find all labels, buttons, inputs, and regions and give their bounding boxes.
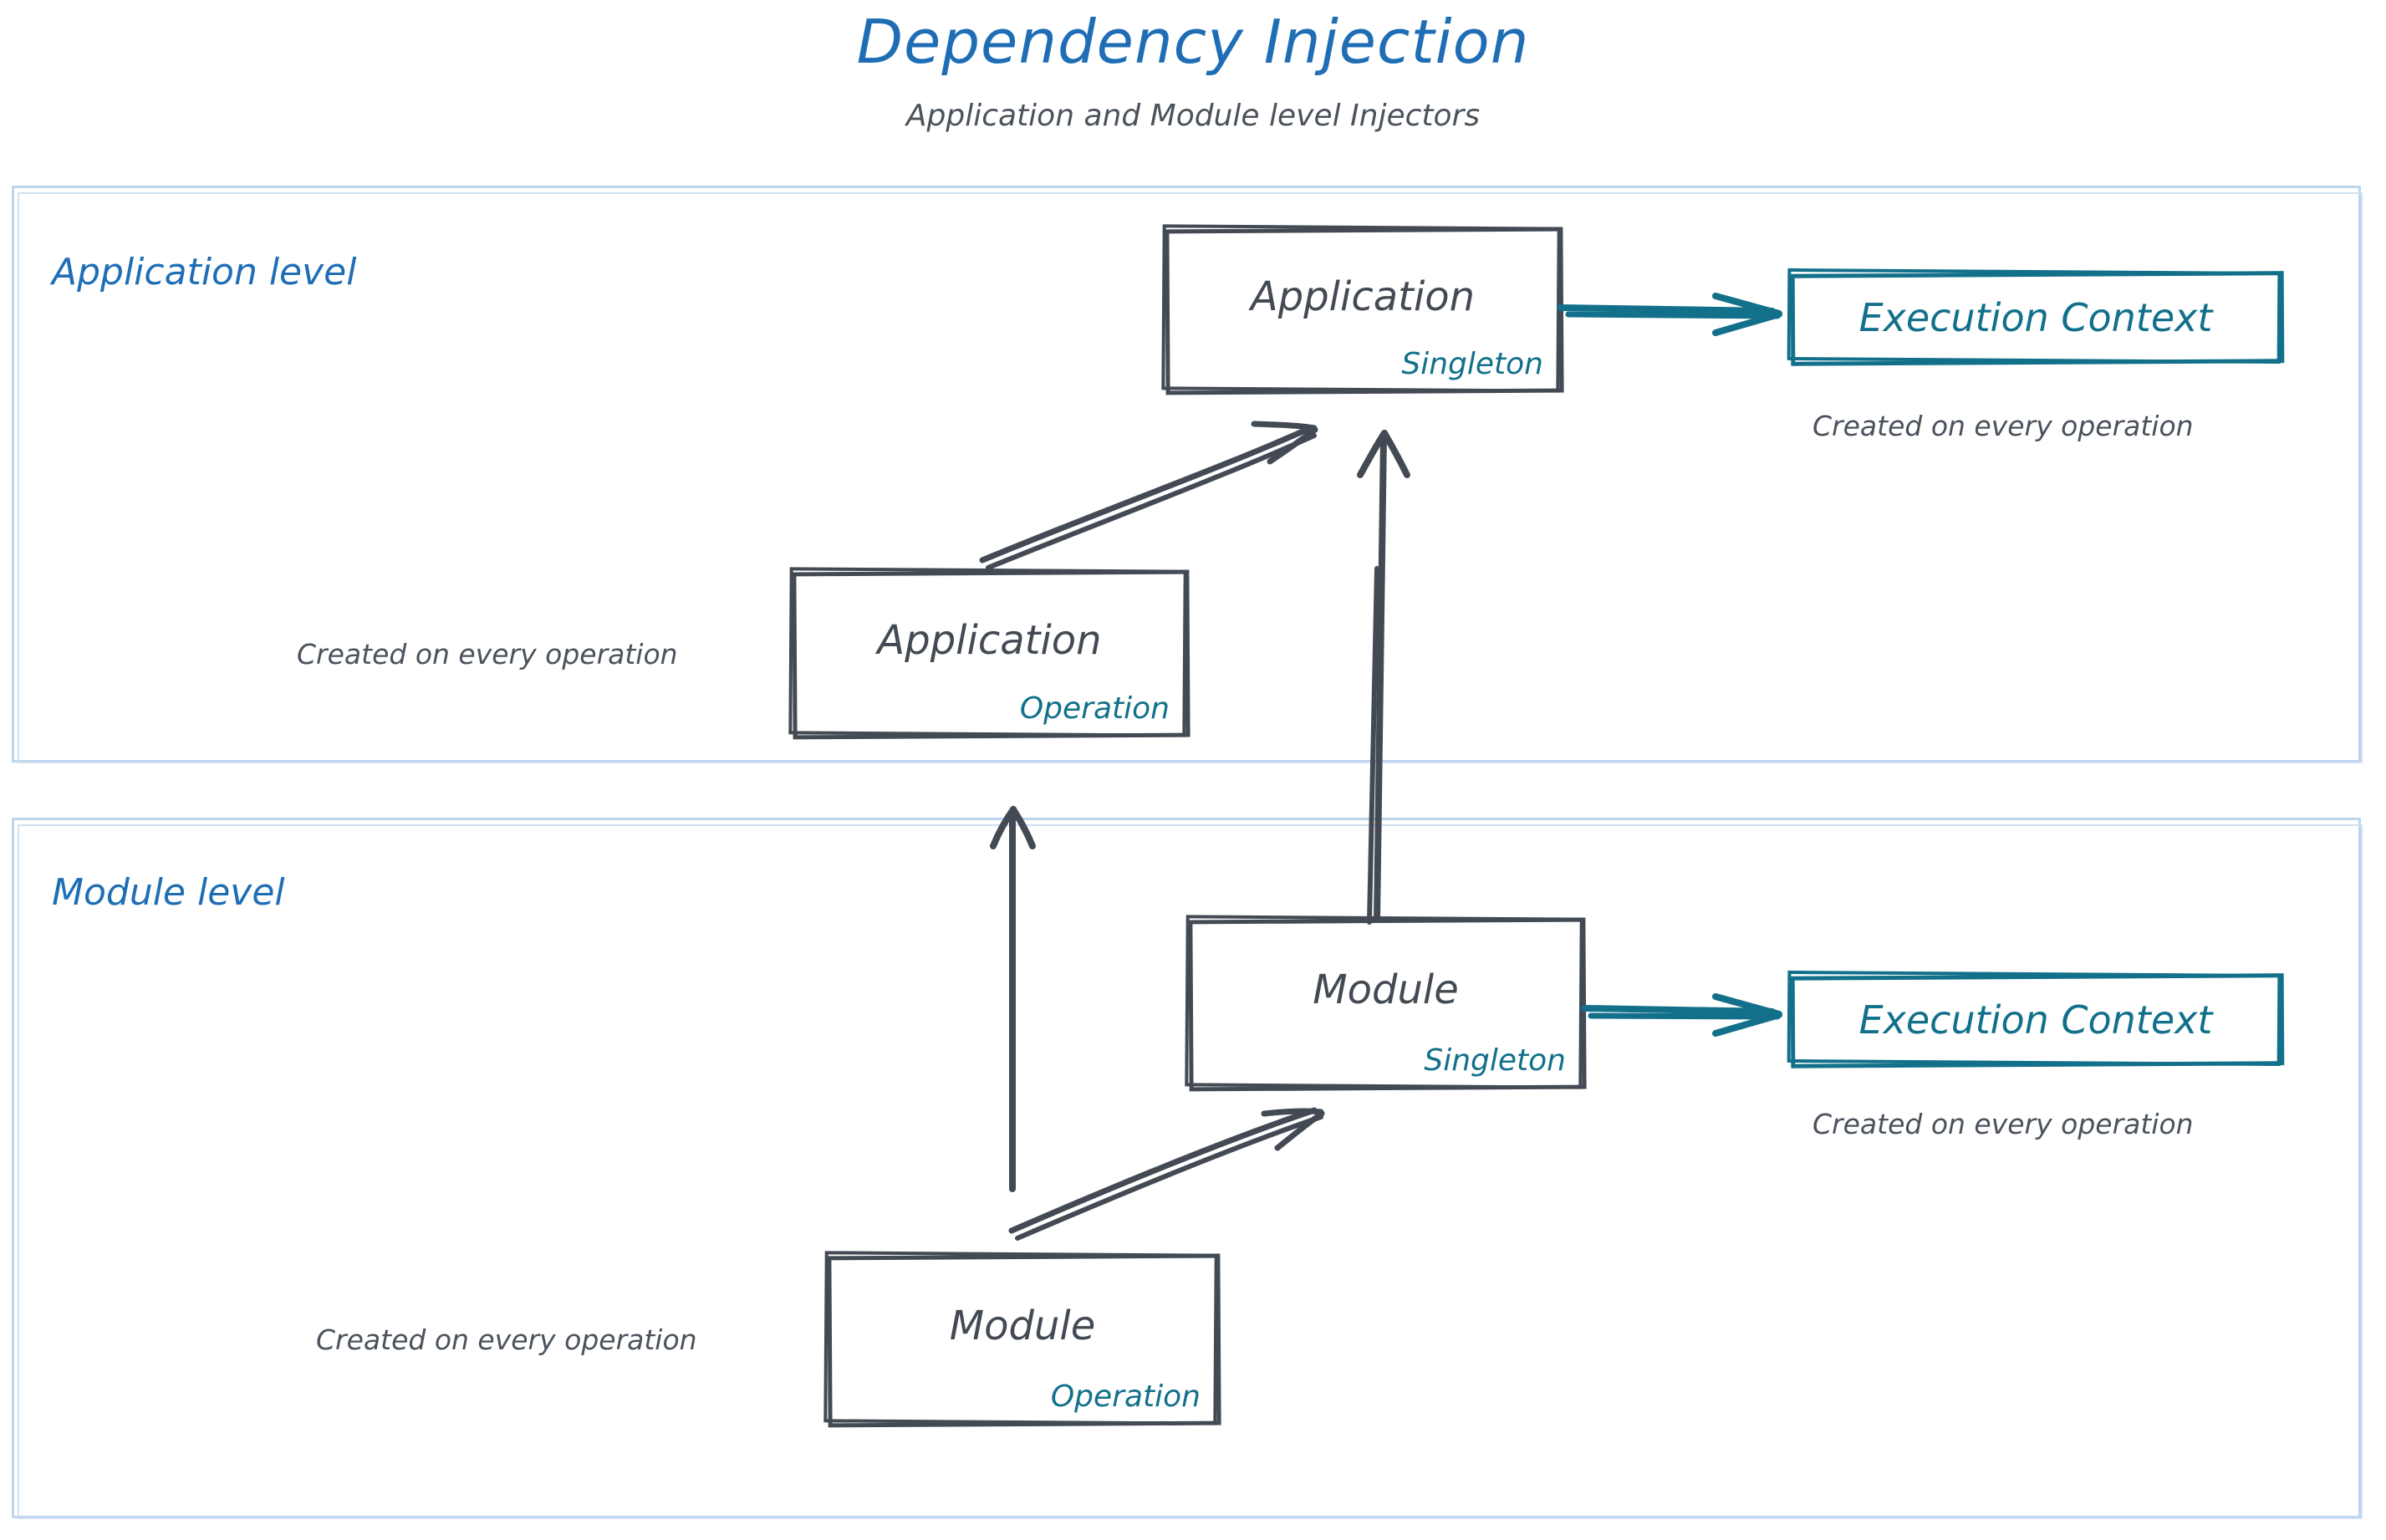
node-module-singleton[interactable]: Module Singleton [1185,915,1587,1092]
node-scope-badge: Singleton [1401,347,1543,381]
node-title: Module [1313,966,1459,1014]
caption-module-execution-context: Created on every operation [1812,1108,2194,1140]
caption-module-operation: Created on every operation [316,1323,697,1356]
module-level-label: Module level [52,871,285,914]
node-module-execution-context[interactable]: Execution Context [1787,970,2285,1068]
node-scope-badge: Singleton [1424,1043,1566,1078]
node-application-execution-context[interactable]: Execution Context [1787,268,2285,366]
caption-application-execution-context: Created on every operation [1812,410,2194,442]
node-title: Application [1250,273,1476,321]
caption-application-operation: Created on every operation [297,638,678,671]
node-scope-badge: Operation [1050,1379,1201,1414]
node-title: Module [949,1303,1096,1350]
application-level-label: Application level [52,251,357,293]
node-title: Execution Context [1858,997,2213,1043]
node-module-operation[interactable]: Module Operation [823,1251,1221,1428]
node-title: Application [877,617,1102,664]
node-application-singleton[interactable]: Application Singleton [1161,224,1564,395]
node-scope-badge: Operation [1019,691,1170,726]
node-application-operation[interactable]: Application Operation [788,567,1190,740]
node-title: Execution Context [1858,295,2213,340]
page-subtitle: Application and Module level Injectors [905,99,1481,133]
page-title: Dependency Injection [856,7,1530,77]
